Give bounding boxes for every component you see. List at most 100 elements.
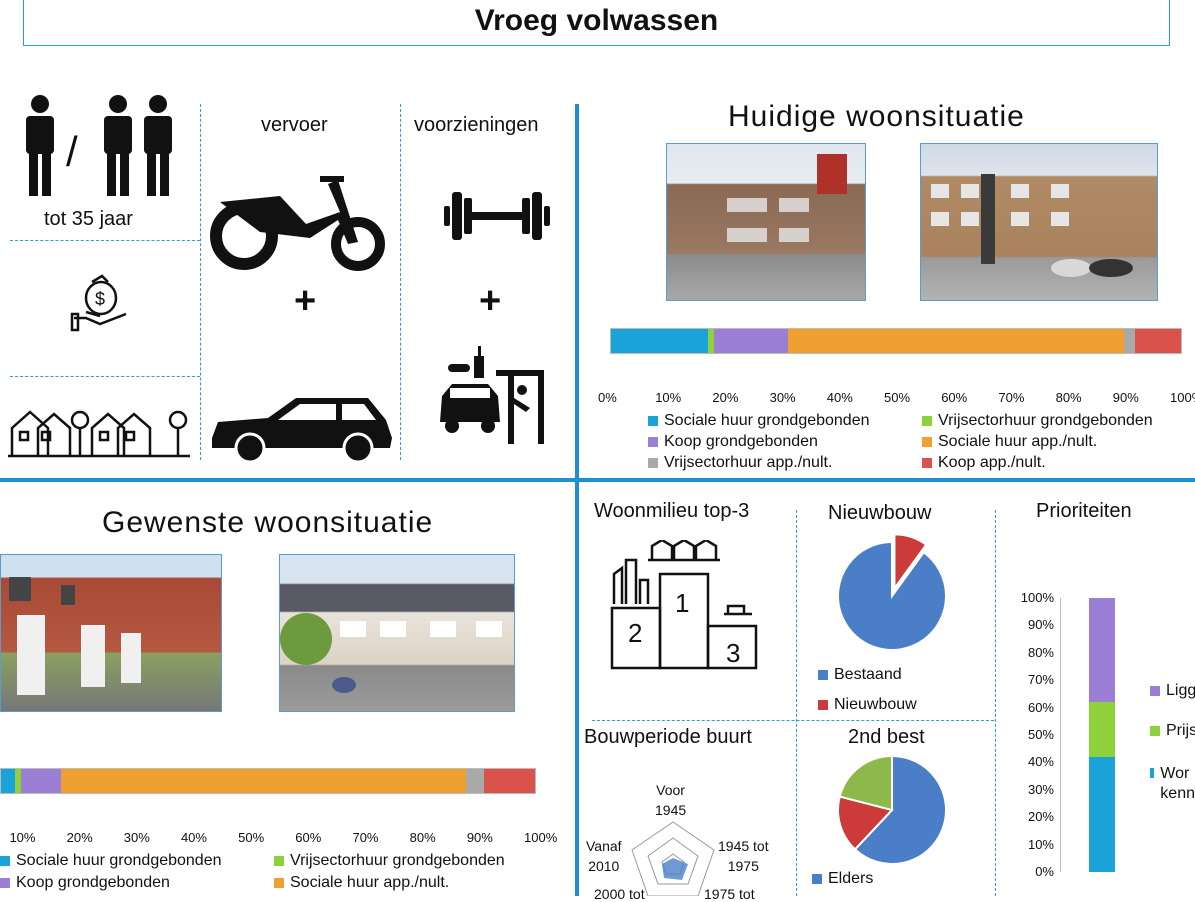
radar-label-2000: 2000 tot xyxy=(594,886,645,902)
axis-tick-label: 50% xyxy=(884,390,911,405)
bar-segment xyxy=(1135,329,1181,353)
axis-tick-label: 60% xyxy=(295,830,322,845)
prioriteiten-axis-line xyxy=(1060,598,1061,872)
prioriteiten-legend-item: Prijs xyxy=(1150,722,1195,740)
facilities-label: voorzieningen xyxy=(414,114,539,136)
drive-through-icon xyxy=(440,346,544,444)
podium-third: 3 xyxy=(726,638,741,668)
legend-item: Sociale huur app./nult. xyxy=(274,874,449,892)
pie-slice xyxy=(893,533,928,592)
axis-tick-label: 0% xyxy=(598,390,617,405)
bar-segment xyxy=(1089,702,1115,757)
current-photo-2 xyxy=(920,143,1158,301)
bar-segment xyxy=(1089,756,1115,872)
axis-tick-label: 100% xyxy=(1170,390,1195,405)
second-best-title: 2nd best xyxy=(848,726,925,748)
axis-tick-label: 90% xyxy=(466,830,493,845)
axis-tick-label: 0% xyxy=(1035,864,1054,879)
nieuwbouw-pie-chart xyxy=(837,533,947,651)
bar-segment xyxy=(15,769,21,793)
nieuwbouw-legend-item: Nieuwbouw xyxy=(818,696,917,714)
current-stacked-bar xyxy=(610,328,1182,354)
bar-segment xyxy=(60,769,467,793)
legend-swatch xyxy=(922,458,932,468)
bouwperiode-title: Bouwperiode buurt xyxy=(584,726,752,748)
legend-label: Vrijsectorhuur app./nult. xyxy=(664,454,833,471)
car-icon xyxy=(212,398,392,464)
axis-tick-label: 100% xyxy=(524,830,558,845)
axis-tick-label: 50% xyxy=(1027,727,1054,742)
axis-tick-label: 60% xyxy=(1027,699,1054,715)
axis-tick-label: 20% xyxy=(1027,809,1054,825)
axis-tick-label: 30% xyxy=(123,830,150,845)
legend-item: Vrijsectorhuur grondgebonden xyxy=(922,412,1153,430)
legend-item: Vrijsectorhuur app./nult. xyxy=(648,454,832,472)
current-title: Huidige woonsituatie xyxy=(728,100,1025,133)
legend-swatch xyxy=(818,700,828,710)
bar-segment xyxy=(466,769,484,793)
radar-label-voor-1945: Voor 1945 xyxy=(655,782,687,818)
axis-tick-label: 60% xyxy=(941,390,968,405)
axis-tick-label: 40% xyxy=(826,390,853,405)
money-hand-icon: $ xyxy=(70,274,127,332)
prioriteiten-legend-item: Wor kenn xyxy=(1150,764,1195,804)
vertical-divider xyxy=(575,104,579,896)
bar-segment xyxy=(713,329,788,353)
divider xyxy=(592,720,994,721)
legend-swatch xyxy=(274,878,284,888)
axis-tick-label: 40% xyxy=(180,830,207,845)
legend-item: Vrijsectorhuur grondgebonden xyxy=(274,852,505,870)
axis-tick-label: 10% xyxy=(1027,836,1054,852)
divider xyxy=(796,510,797,896)
woonmilieu-title: Woonmilieu top-3 xyxy=(594,500,750,522)
axis-tick-label: 30% xyxy=(1027,781,1054,797)
desired-title: Gewenste woonsituatie xyxy=(102,506,434,539)
desired-photo-1 xyxy=(0,554,222,712)
age-label: tot 35 jaar xyxy=(44,208,133,230)
legend-swatch xyxy=(922,437,932,447)
bar-segment xyxy=(787,329,1124,353)
axis-tick-label: 90% xyxy=(1112,390,1139,405)
transport-label: vervoer xyxy=(261,114,328,136)
pie-slice xyxy=(838,754,893,812)
axis-tick-label: 80% xyxy=(1027,644,1054,660)
dumbbell-icon xyxy=(444,192,550,240)
radar-label-1945-1975: 1945 tot 1975 xyxy=(718,838,769,874)
legend-item: Koop grondgebonden xyxy=(0,874,170,892)
legend-label: Vrijsectorhuur grondgebonden xyxy=(290,852,505,869)
axis-tick-label: 20% xyxy=(712,390,739,405)
slash: / xyxy=(66,128,78,175)
prioriteiten-bar xyxy=(1089,598,1115,872)
legend-item: Koop app./nult. xyxy=(922,454,1046,472)
legend-label: Vrijsectorhuur grondgebonden xyxy=(938,412,1153,429)
axis-tick-label: 90% xyxy=(1027,617,1054,633)
bar-segment xyxy=(611,329,708,353)
divider xyxy=(10,376,200,377)
pie-slice xyxy=(837,795,894,851)
bar-segment xyxy=(1,769,16,793)
houses-icon xyxy=(8,410,190,458)
people-icon xyxy=(26,95,172,196)
pie-slice xyxy=(837,540,947,651)
legend-swatch xyxy=(812,874,822,884)
horizontal-divider xyxy=(0,478,1195,482)
prioriteiten-axis: 100%90%80%70%60%50%40%30%20%10%0% xyxy=(1010,590,1054,880)
legend-swatch xyxy=(1150,686,1160,696)
pie-slice xyxy=(853,754,947,865)
legend-item: Sociale huur grondgebonden xyxy=(0,852,222,870)
legend-swatch xyxy=(0,856,10,866)
legend-item: Sociale huur app./nult. xyxy=(922,433,1097,451)
bar-segment xyxy=(1089,598,1115,703)
axis-tick-label: 80% xyxy=(409,830,436,845)
current-photo-1 xyxy=(666,143,866,301)
legend-swatch xyxy=(648,437,658,447)
legend-label: Koop app./nult. xyxy=(938,454,1046,471)
divider xyxy=(200,104,201,460)
moped-icon xyxy=(210,176,385,271)
legend-swatch xyxy=(1150,726,1160,736)
axis-tick-label: 20% xyxy=(66,830,93,845)
bar-segment xyxy=(20,769,61,793)
axis-tick-label: 100% xyxy=(1020,590,1054,605)
prioriteiten-title: Prioriteiten xyxy=(1036,500,1132,522)
desired-stacked-bar xyxy=(0,768,536,794)
